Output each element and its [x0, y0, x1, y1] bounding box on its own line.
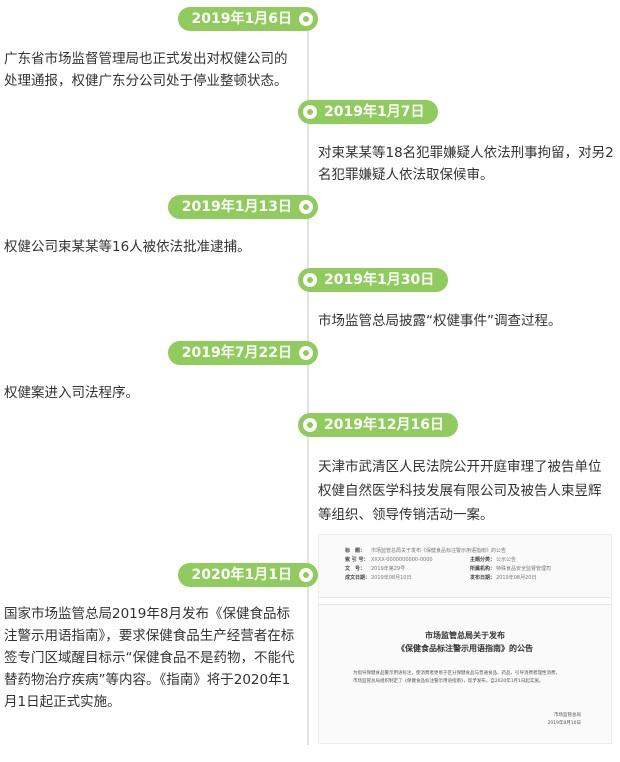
document-meta-row: 标 题： 市场监管总局关于发布《保健食品标注警示用语指南》的公告	[345, 547, 595, 556]
timeline-date: 2019年1月13日	[181, 199, 292, 215]
timeline-event-text: 市场监管总局披露“权健事件”调查过程。	[318, 313, 562, 329]
timeline-date: 2019年1月7日	[324, 104, 425, 120]
meta-key: 索 引 号：	[345, 557, 369, 563]
timeline-date: 2019年12月16日	[324, 417, 444, 433]
meta-key: 所属机构：	[470, 566, 496, 572]
timeline-dot-icon	[299, 568, 313, 582]
meta-value: XXXX-0000000000-0000	[371, 557, 433, 563]
meta-value: 公示公告	[496, 557, 517, 563]
document-meta-row: 索 引 号：XXXX-0000000000-0000 主题分类：公示公告	[345, 556, 595, 565]
meta-value: 特殊食品安全监督管理司	[496, 566, 552, 572]
timeline-date-pill: 2019年1月7日	[298, 100, 439, 124]
meta-key: 标 题：	[345, 548, 366, 554]
meta-value: 2019年08月20日	[496, 575, 537, 581]
document-body-line: 市场监管总局组织制定了《保健食品标注警示用语指南》，现予发布，自2020年1月1…	[353, 679, 544, 684]
meta-value: 2019年第29号	[371, 566, 406, 572]
timeline-date-pill: 2019年1月6日	[177, 7, 318, 31]
timeline-event-text: 广东省市场监督管理局也正式发出对权健公司的处理通报，权健广东分公司处于停业整顿状…	[4, 51, 288, 89]
document-sign-date: 2019年8月10日	[547, 721, 581, 726]
meta-value: 市场监管总局关于发布《保健食品标注警示用语指南》的公告	[371, 548, 507, 554]
document-divider	[319, 597, 611, 605]
timeline-date-pill: 2020年1月1日	[177, 563, 318, 587]
timeline-dot-icon	[303, 273, 317, 287]
meta-key: 成文日期：	[345, 575, 371, 581]
meta-key: 主题分类：	[470, 557, 496, 563]
document-title-line1: 市场监管总局关于发布	[425, 631, 505, 640]
document-signature: 市场监管总局 2019年8月10日	[547, 712, 581, 728]
meta-value: 2019年08月10日	[371, 575, 412, 581]
meta-key: 发布日期：	[470, 575, 496, 581]
document-meta-table: 标 题： 市场监管总局关于发布《保健食品标注警示用语指南》的公告 索 引 号：XX…	[345, 547, 595, 583]
timeline-dot-icon	[299, 200, 313, 214]
document-meta-row: 文 号： 2019年第29号 所属机构：特殊食品安全监督管理司	[345, 565, 595, 574]
timeline-date: 2020年1月1日	[191, 567, 292, 583]
timeline-event-text: 天津市武清区人民法院公开开庭审理了被告单位权健自然医学科技发展有限公司及被告人束…	[318, 459, 602, 523]
timeline-date-pill: 2019年7月22日	[167, 341, 318, 365]
document-meta-row: 成文日期：2019年08月10日 发布日期：2019年08月20日	[345, 574, 595, 583]
timeline-date: 2019年7月22日	[181, 345, 292, 361]
timeline-event-text: 对束某某等18名犯罪嫌疑人依法刑事拘留，对另2名犯罪嫌疑人依法取保候审。	[318, 145, 614, 183]
timeline-date-pill: 2019年1月13日	[167, 195, 318, 219]
document-signer: 市场监管总局	[554, 713, 581, 718]
timeline-date: 2019年1月30日	[324, 272, 435, 288]
timeline-event-text: 权健案进入司法程序。	[4, 385, 139, 401]
timeline-dot-icon	[299, 346, 313, 360]
meta-key: 文 号：	[345, 566, 366, 572]
timeline-dot-icon	[299, 12, 313, 26]
timeline-event-text: 国家市场监管总局2019年8月发布《保健食品标注警示用语指南》，要求保健食品生产…	[4, 606, 295, 710]
timeline-line	[307, 10, 309, 745]
timeline-dot-icon	[303, 105, 317, 119]
document-title-line2: 《保健食品标注警示用语指南》的公告	[397, 644, 533, 653]
document-body: 为指导保健食品警示用语标注，使消费者更易于区分保健食品与普通食品、药品，引导消费…	[353, 670, 583, 686]
announcement-document-image: 标 题：市场监管总局关于发布《保健食品标注警示用语指南》的公告 索 引 号：XX…	[318, 534, 612, 744]
timeline-event-text: 权健公司束某某等16人被依法批准逮捕。	[4, 239, 251, 255]
timeline-date: 2019年1月6日	[191, 11, 292, 27]
timeline-dot-icon	[303, 418, 317, 432]
timeline-date-pill: 2019年12月16日	[298, 413, 458, 437]
document-body-line: 为指导保健食品警示用语标注，使消费者更易于区分保健食品与普通食品、药品，引导消费…	[353, 671, 560, 676]
timeline-date-pill: 2019年1月30日	[298, 268, 449, 292]
